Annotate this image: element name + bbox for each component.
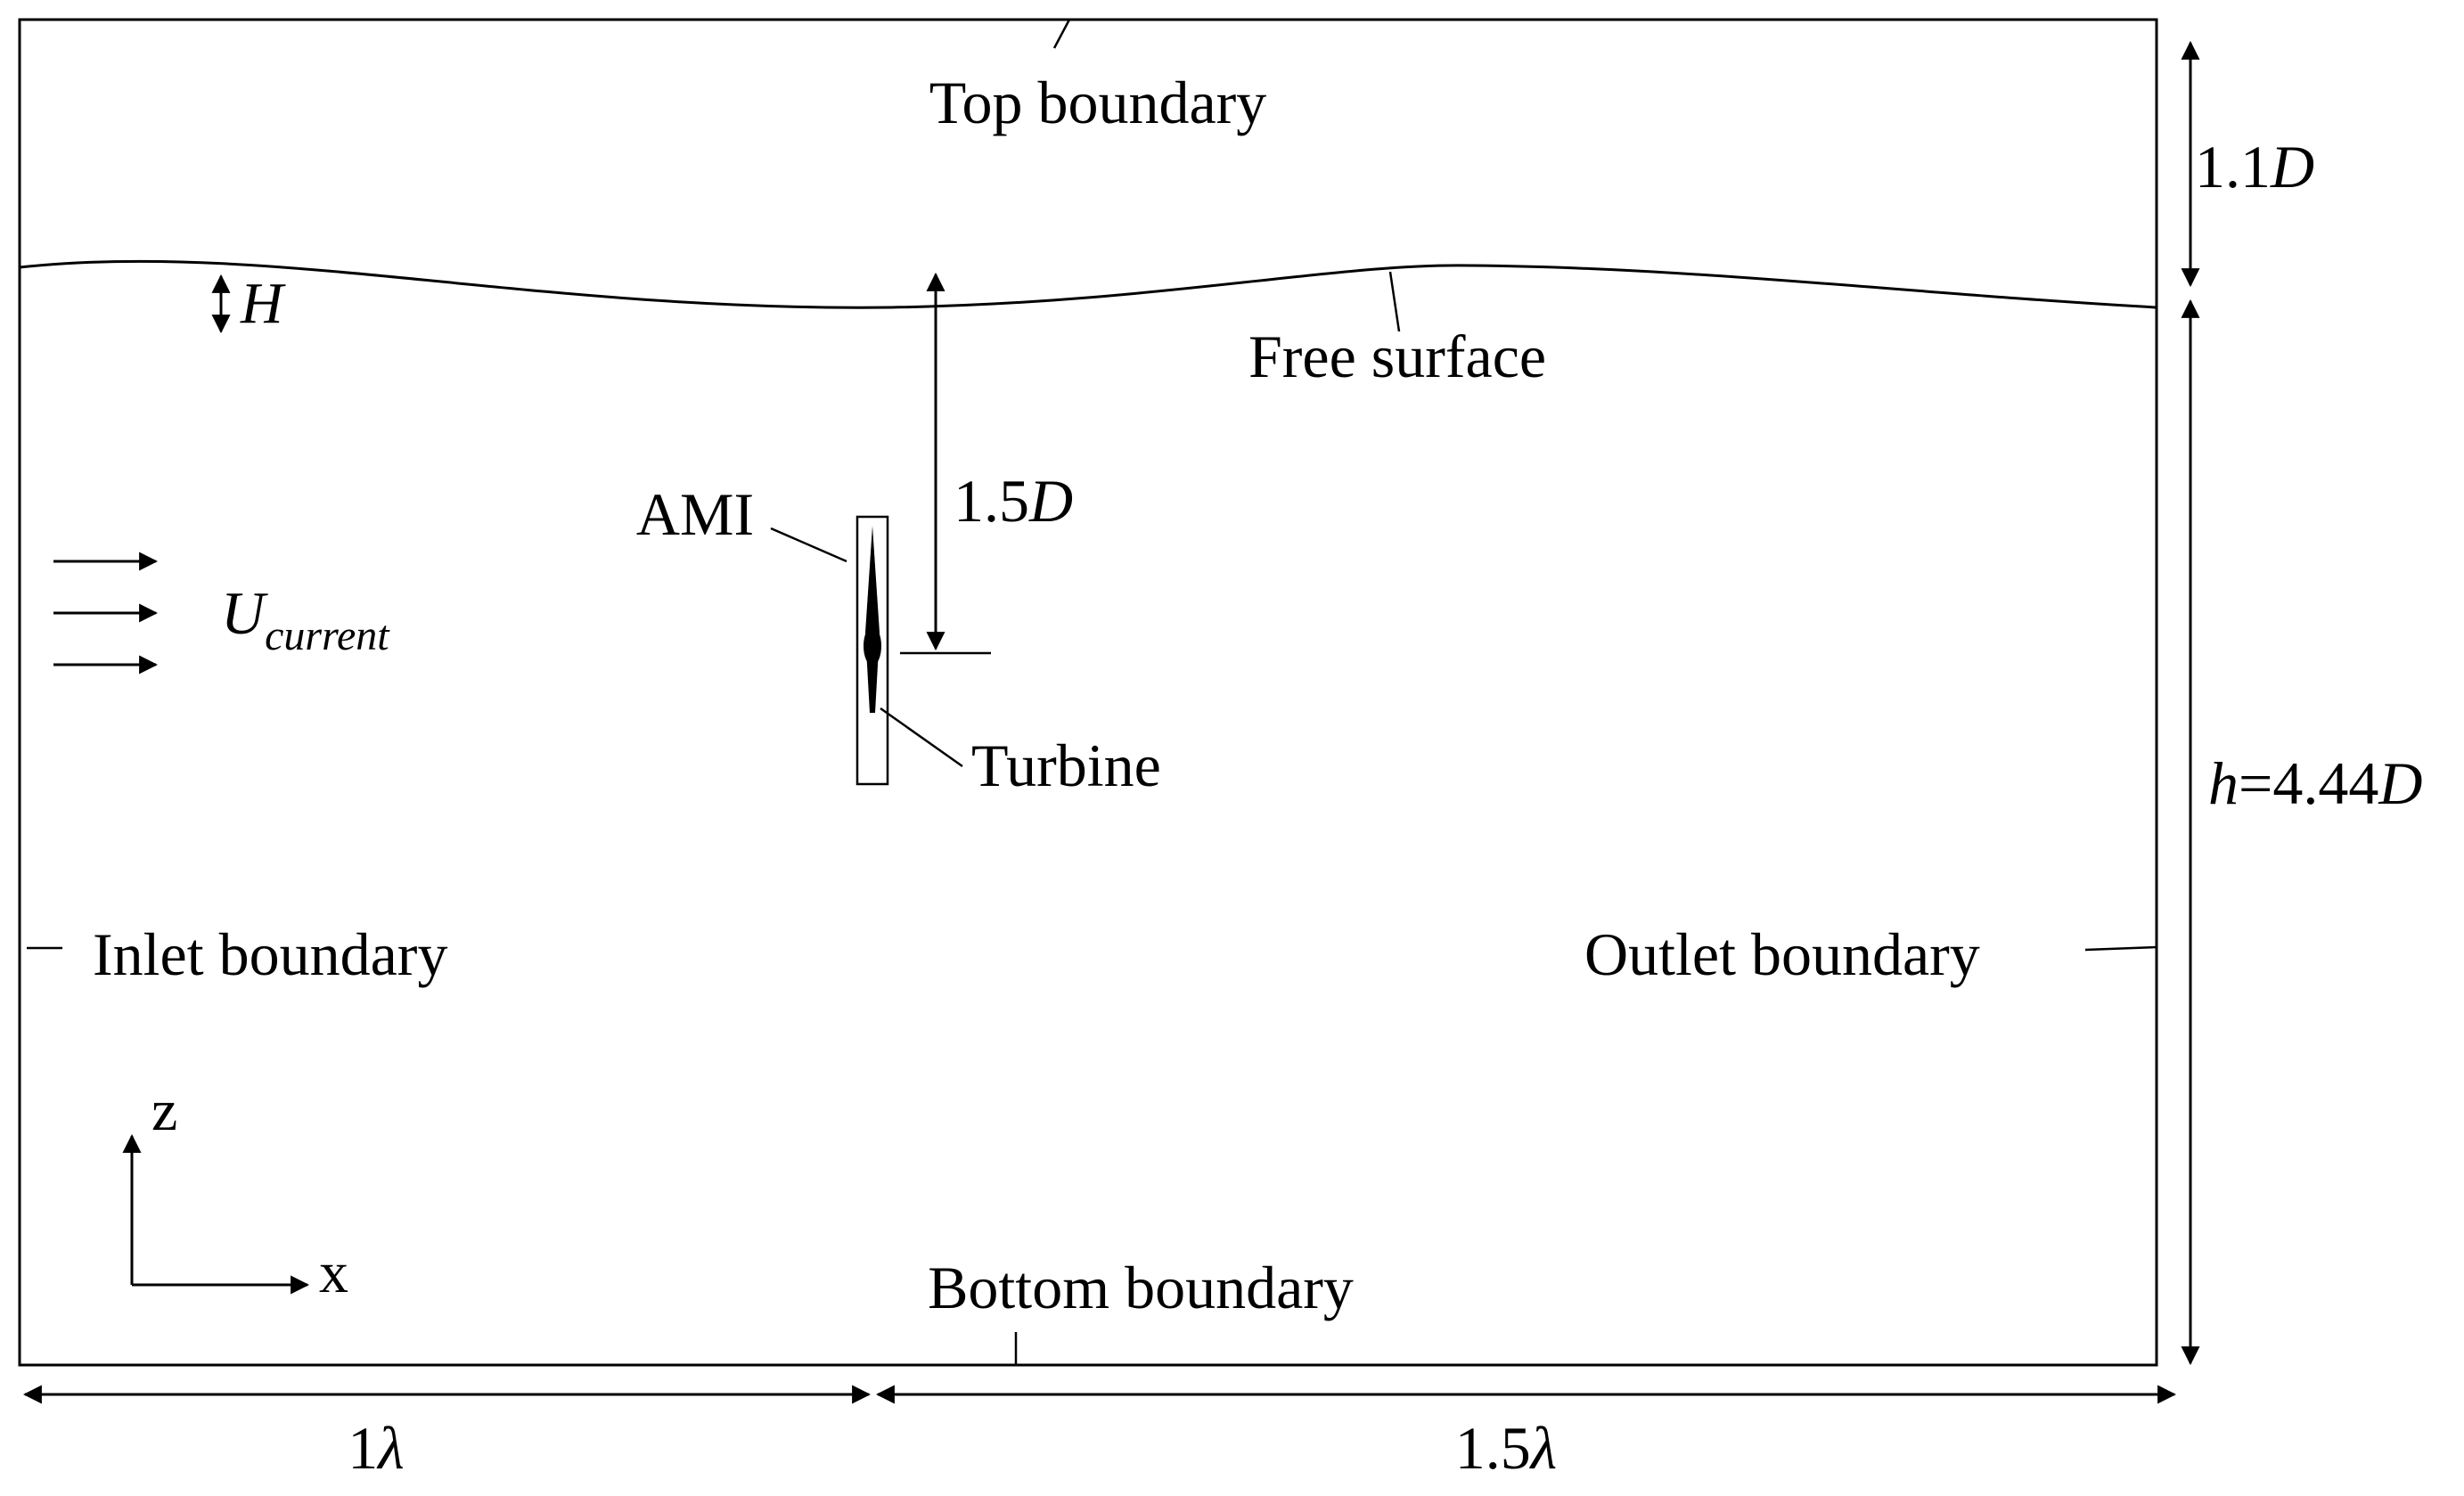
outlet-boundary-leader — [2084, 945, 2157, 952]
turbine-hub — [864, 626, 881, 666]
depth-unit: D — [2378, 749, 2422, 817]
turbine-label: Turbine — [971, 732, 1161, 799]
upstream-length-label: 1λ — [348, 1414, 404, 1482]
upstream-length-value: 1 — [348, 1414, 378, 1482]
current-velocity-label: Ucurrent — [221, 579, 390, 659]
current-velocity-subscript: current — [265, 612, 390, 659]
inlet-boundary-label: Inlet boundary — [93, 920, 447, 988]
free-surface-label: Free surface — [1248, 323, 1546, 390]
downstream-length-value: 1.5 — [1455, 1414, 1531, 1482]
turbine-depth-label: 1.5D — [954, 467, 1073, 535]
domain-border — [18, 18, 2158, 1367]
top-gap-unit: D — [2270, 133, 2314, 200]
free-surface-leader — [1388, 271, 1401, 332]
wave-height-label: H — [240, 271, 286, 336]
turbine-depth-unit: D — [1028, 467, 1073, 535]
ami-label: AMI — [636, 480, 754, 548]
top-boundary-leader — [1052, 19, 1071, 49]
depth-label: h=4.44D — [2208, 749, 2422, 817]
turbine-leader — [880, 707, 963, 768]
ami-leader — [770, 527, 847, 563]
free-surface-line — [19, 259, 2157, 309]
downstream-length-label: 1.5λ — [1455, 1414, 1557, 1482]
x-axis-label: x — [319, 1240, 348, 1305]
top-gap-value: 1.1 — [2195, 133, 2271, 200]
turbine-blade — [865, 526, 880, 713]
turbine-depth-value: 1.5 — [954, 467, 1029, 535]
ami-region — [855, 515, 889, 786]
top-gap-label: 1.1D — [2195, 133, 2314, 200]
current-velocity-symbol: U — [221, 579, 268, 647]
depth-value: =4.44 — [2239, 749, 2378, 817]
depth-symbol: h — [2208, 749, 2239, 817]
top-boundary-label: Top boundary — [929, 69, 1267, 136]
upstream-length-unit: λ — [376, 1414, 404, 1482]
outlet-boundary-label: Outlet boundary — [1584, 920, 1980, 988]
bottom-boundary-label: Bottom boundary — [928, 1254, 1354, 1321]
downstream-length-unit: λ — [1529, 1414, 1557, 1482]
z-axis-label: z — [151, 1078, 177, 1143]
